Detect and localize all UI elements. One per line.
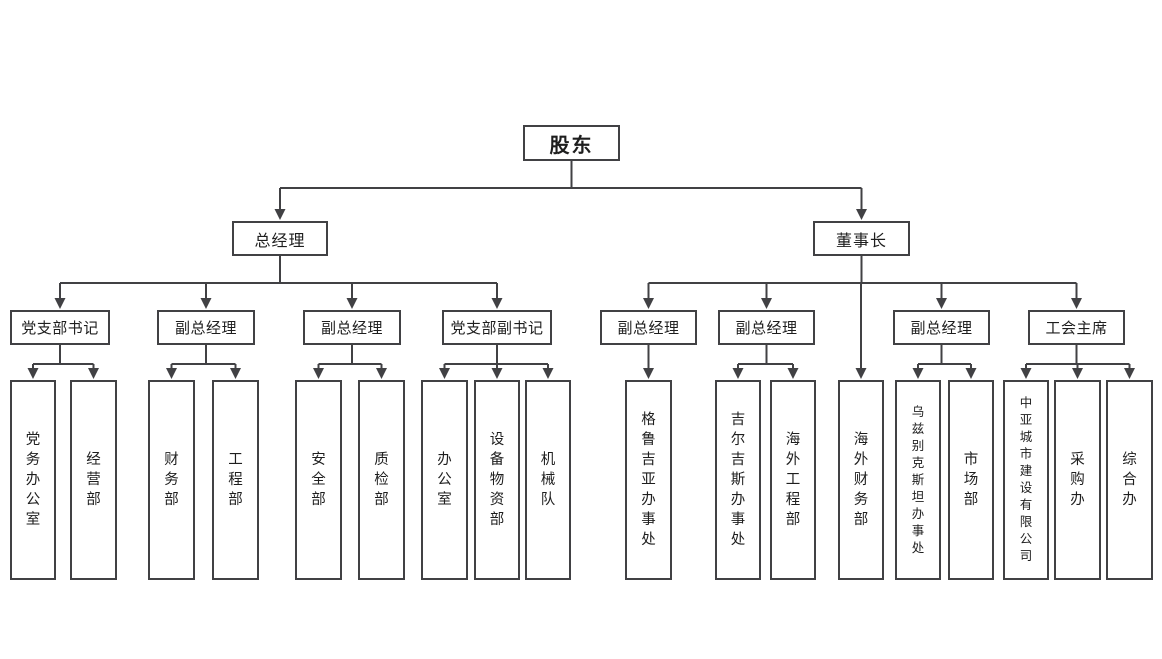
- org-node-office: 办 公 室: [421, 380, 468, 580]
- org-node-label: 经 营 部: [86, 452, 101, 508]
- org-node-party-affairs-office: 党 务 办 公 室: [10, 380, 56, 580]
- org-node-label: 副总经理: [910, 320, 973, 337]
- org-node-label: 工 程 部: [228, 452, 243, 508]
- org-node-georgia-office: 格 鲁 吉 亚 办 事 处: [625, 380, 672, 580]
- org-node-deputy-party-branch-secretary: 党支部副书记: [442, 310, 552, 345]
- org-node-label: 副总经理: [735, 320, 798, 337]
- org-node-deputy-gm-4: 副总经理: [718, 310, 815, 345]
- org-node-label: 中 亚 城 市 建 设 有 限 公 司: [1019, 396, 1033, 563]
- org-node-kyrgyzstan-office: 吉 尔 吉 斯 办 事 处: [715, 380, 761, 580]
- org-node-label: 副总经理: [174, 320, 237, 337]
- org-node-label: 质 检 部: [374, 452, 389, 508]
- org-node-label: 安 全 部: [311, 452, 326, 508]
- org-node-safety-dept: 安 全 部: [295, 380, 342, 580]
- org-node-market-dept: 市 场 部: [948, 380, 994, 580]
- org-node-label: 党支部副书记: [450, 320, 544, 337]
- org-node-uzbekistan-office: 乌 兹 别 克 斯 坦 办 事 处: [895, 380, 941, 580]
- org-node-engineering-dept: 工 程 部: [212, 380, 259, 580]
- org-node-label: 综 合 办: [1122, 452, 1137, 508]
- org-node-label: 海 外 工 程 部: [785, 432, 801, 528]
- org-node-deputy-gm-3: 副总经理: [600, 310, 697, 345]
- org-node-general-manager: 总经理: [232, 221, 328, 256]
- org-node-machinery-team: 机 械 队: [525, 380, 571, 580]
- org-node-label: 设 备 物 资 部: [489, 432, 505, 528]
- org-node-shareholder: 股东: [523, 125, 620, 161]
- org-node-label: 副总经理: [617, 320, 680, 337]
- org-node-equipment-materials-dept: 设 备 物 资 部: [474, 380, 520, 580]
- org-node-overseas-engineering-dept: 海 外 工 程 部: [770, 380, 816, 580]
- org-node-label: 采 购 办: [1070, 452, 1085, 508]
- org-node-label: 乌 兹 别 克 斯 坦 办 事 处: [911, 404, 925, 555]
- org-node-chairman: 董事长: [813, 221, 910, 256]
- org-node-label: 副总经理: [320, 320, 383, 337]
- org-node-procurement-office: 采 购 办: [1054, 380, 1101, 580]
- org-node-party-branch-secretary: 党支部书记: [10, 310, 110, 345]
- org-node-deputy-gm-5: 副总经理: [893, 310, 990, 345]
- org-node-quality-inspection-dept: 质 检 部: [358, 380, 405, 580]
- org-node-label: 财 务 部: [164, 452, 179, 508]
- org-node-union-chairman: 工会主席: [1028, 310, 1125, 345]
- org-node-label: 董事长: [835, 232, 887, 250]
- org-node-label: 股东: [549, 134, 594, 157]
- org-node-label: 党支部书记: [21, 320, 99, 337]
- org-node-label: 市 场 部: [963, 452, 979, 508]
- org-node-label: 工会主席: [1045, 320, 1108, 337]
- org-node-label: 办 公 室: [437, 452, 452, 508]
- org-node-label: 机 械 队: [540, 452, 556, 508]
- org-node-deputy-gm-1: 副总经理: [157, 310, 255, 345]
- org-node-label: 格 鲁 吉 亚 办 事 处: [641, 412, 656, 548]
- org-node-general-affairs-office: 综 合 办: [1106, 380, 1153, 580]
- org-node-label: 党 务 办 公 室: [25, 432, 41, 528]
- org-node-label: 吉 尔 吉 斯 办 事 处: [730, 412, 746, 548]
- org-node-finance-dept: 财 务 部: [148, 380, 195, 580]
- org-node-label: 海 外 财 务 部: [853, 432, 869, 528]
- org-node-overseas-finance-dept: 海 外 财 务 部: [838, 380, 884, 580]
- org-node-business-dept: 经 营 部: [70, 380, 117, 580]
- org-node-deputy-gm-2: 副总经理: [303, 310, 401, 345]
- org-node-central-asia-city-construction-co: 中 亚 城 市 建 设 有 限 公 司: [1003, 380, 1049, 580]
- org-node-label: 总经理: [254, 232, 306, 250]
